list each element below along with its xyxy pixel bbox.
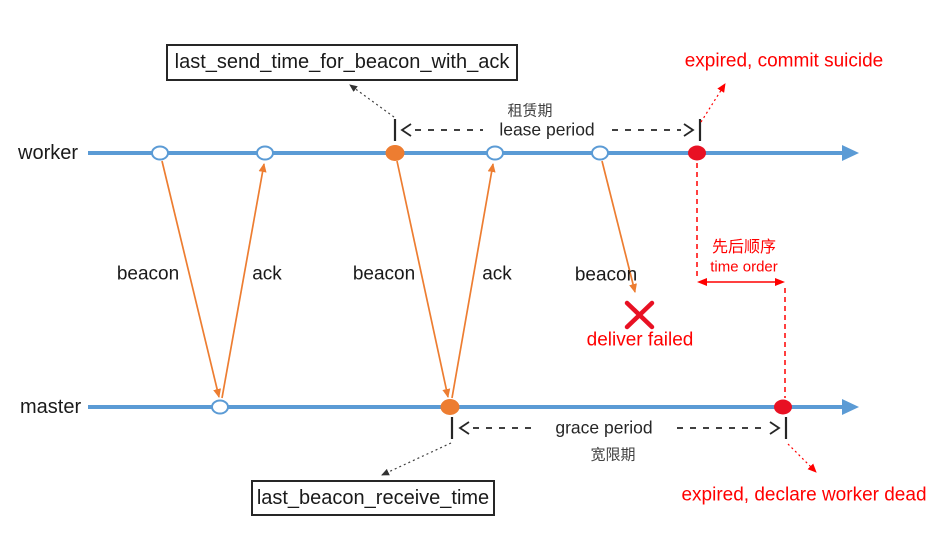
last-receive-time-box: last_beacon_receive_time <box>251 480 495 516</box>
worker-dot-beacon3-send <box>591 145 609 161</box>
last-send-time-label: last_send_time_for_beacon_with_ack <box>174 51 510 73</box>
beacon1-label: beacon <box>116 263 180 285</box>
beacon3-label: beacon <box>574 264 638 286</box>
master-timeline-label: master <box>20 396 82 418</box>
worker-dot-lease-expired <box>688 145 706 161</box>
grace-period-label: grace period <box>549 419 659 437</box>
last-send-time-pointer-arrow <box>349 84 395 118</box>
worker-timeline-arrowhead-icon <box>842 145 859 161</box>
lease-period-label: lease period <box>493 121 601 139</box>
ack1-label: ack <box>252 263 282 285</box>
time-order-left-arrowhead-icon <box>697 278 707 286</box>
master-dot-last-receive-time <box>440 399 460 415</box>
beacon1-arrow <box>161 160 222 398</box>
worker-event-dots <box>151 145 706 161</box>
ack1-arrow <box>221 163 267 399</box>
master-timeline-arrowhead-icon <box>842 399 859 415</box>
worker-expired-label: expired, commit suicide <box>684 50 884 72</box>
last-receive-time-pointer-arrow <box>381 442 452 476</box>
master-expired-pointer-arrow <box>787 443 817 473</box>
worker-dot-beacon1-send <box>151 145 169 161</box>
beacon3-arrow <box>601 160 637 293</box>
master-expired-label: expired, declare worker dead <box>681 484 927 506</box>
lease-period-marker <box>393 119 702 141</box>
time-order-marker <box>696 163 786 398</box>
master-dot-beacon1-receive <box>211 399 229 415</box>
worker-dot-ack2-receive <box>486 145 504 161</box>
worker-dot-last-send-time <box>385 145 405 161</box>
worker-expired-pointer-arrow <box>700 83 726 123</box>
time-order-label: time order <box>710 258 778 276</box>
lease-period-right-chevron-icon <box>683 123 695 137</box>
worker-timeline <box>88 145 859 161</box>
ack2-label: ack <box>482 263 512 285</box>
deliver-failed-label: deliver failed <box>586 329 694 351</box>
grace-period-left-chevron-icon <box>458 421 470 435</box>
worker-timeline-label: worker <box>18 142 79 164</box>
lease-period-left-chevron-icon <box>400 123 412 137</box>
grace-period-zh-label: 宽限期 <box>590 446 636 464</box>
master-timeline <box>88 399 859 415</box>
ack2-arrow <box>451 163 496 399</box>
beacon2-label: beacon <box>352 263 416 285</box>
time-order-right-arrowhead-icon <box>775 278 785 286</box>
last-receive-time-label: last_beacon_receive_time <box>256 486 490 509</box>
message-arrows <box>161 160 637 399</box>
worker-dot-ack1-receive <box>256 145 274 161</box>
beacon2-arrow <box>396 160 451 398</box>
last-send-time-box: last_send_time_for_beacon_with_ack <box>166 44 518 81</box>
master-dot-grace-expired <box>774 399 792 415</box>
time-order-zh-label: 先后顺序 <box>711 239 777 256</box>
grace-period-marker <box>450 417 788 439</box>
grace-period-right-chevron-icon <box>769 421 781 435</box>
deliver-failed-x-icon <box>624 300 655 330</box>
master-event-dots <box>211 399 792 415</box>
lease-period-zh-label: 租赁期 <box>507 102 553 120</box>
